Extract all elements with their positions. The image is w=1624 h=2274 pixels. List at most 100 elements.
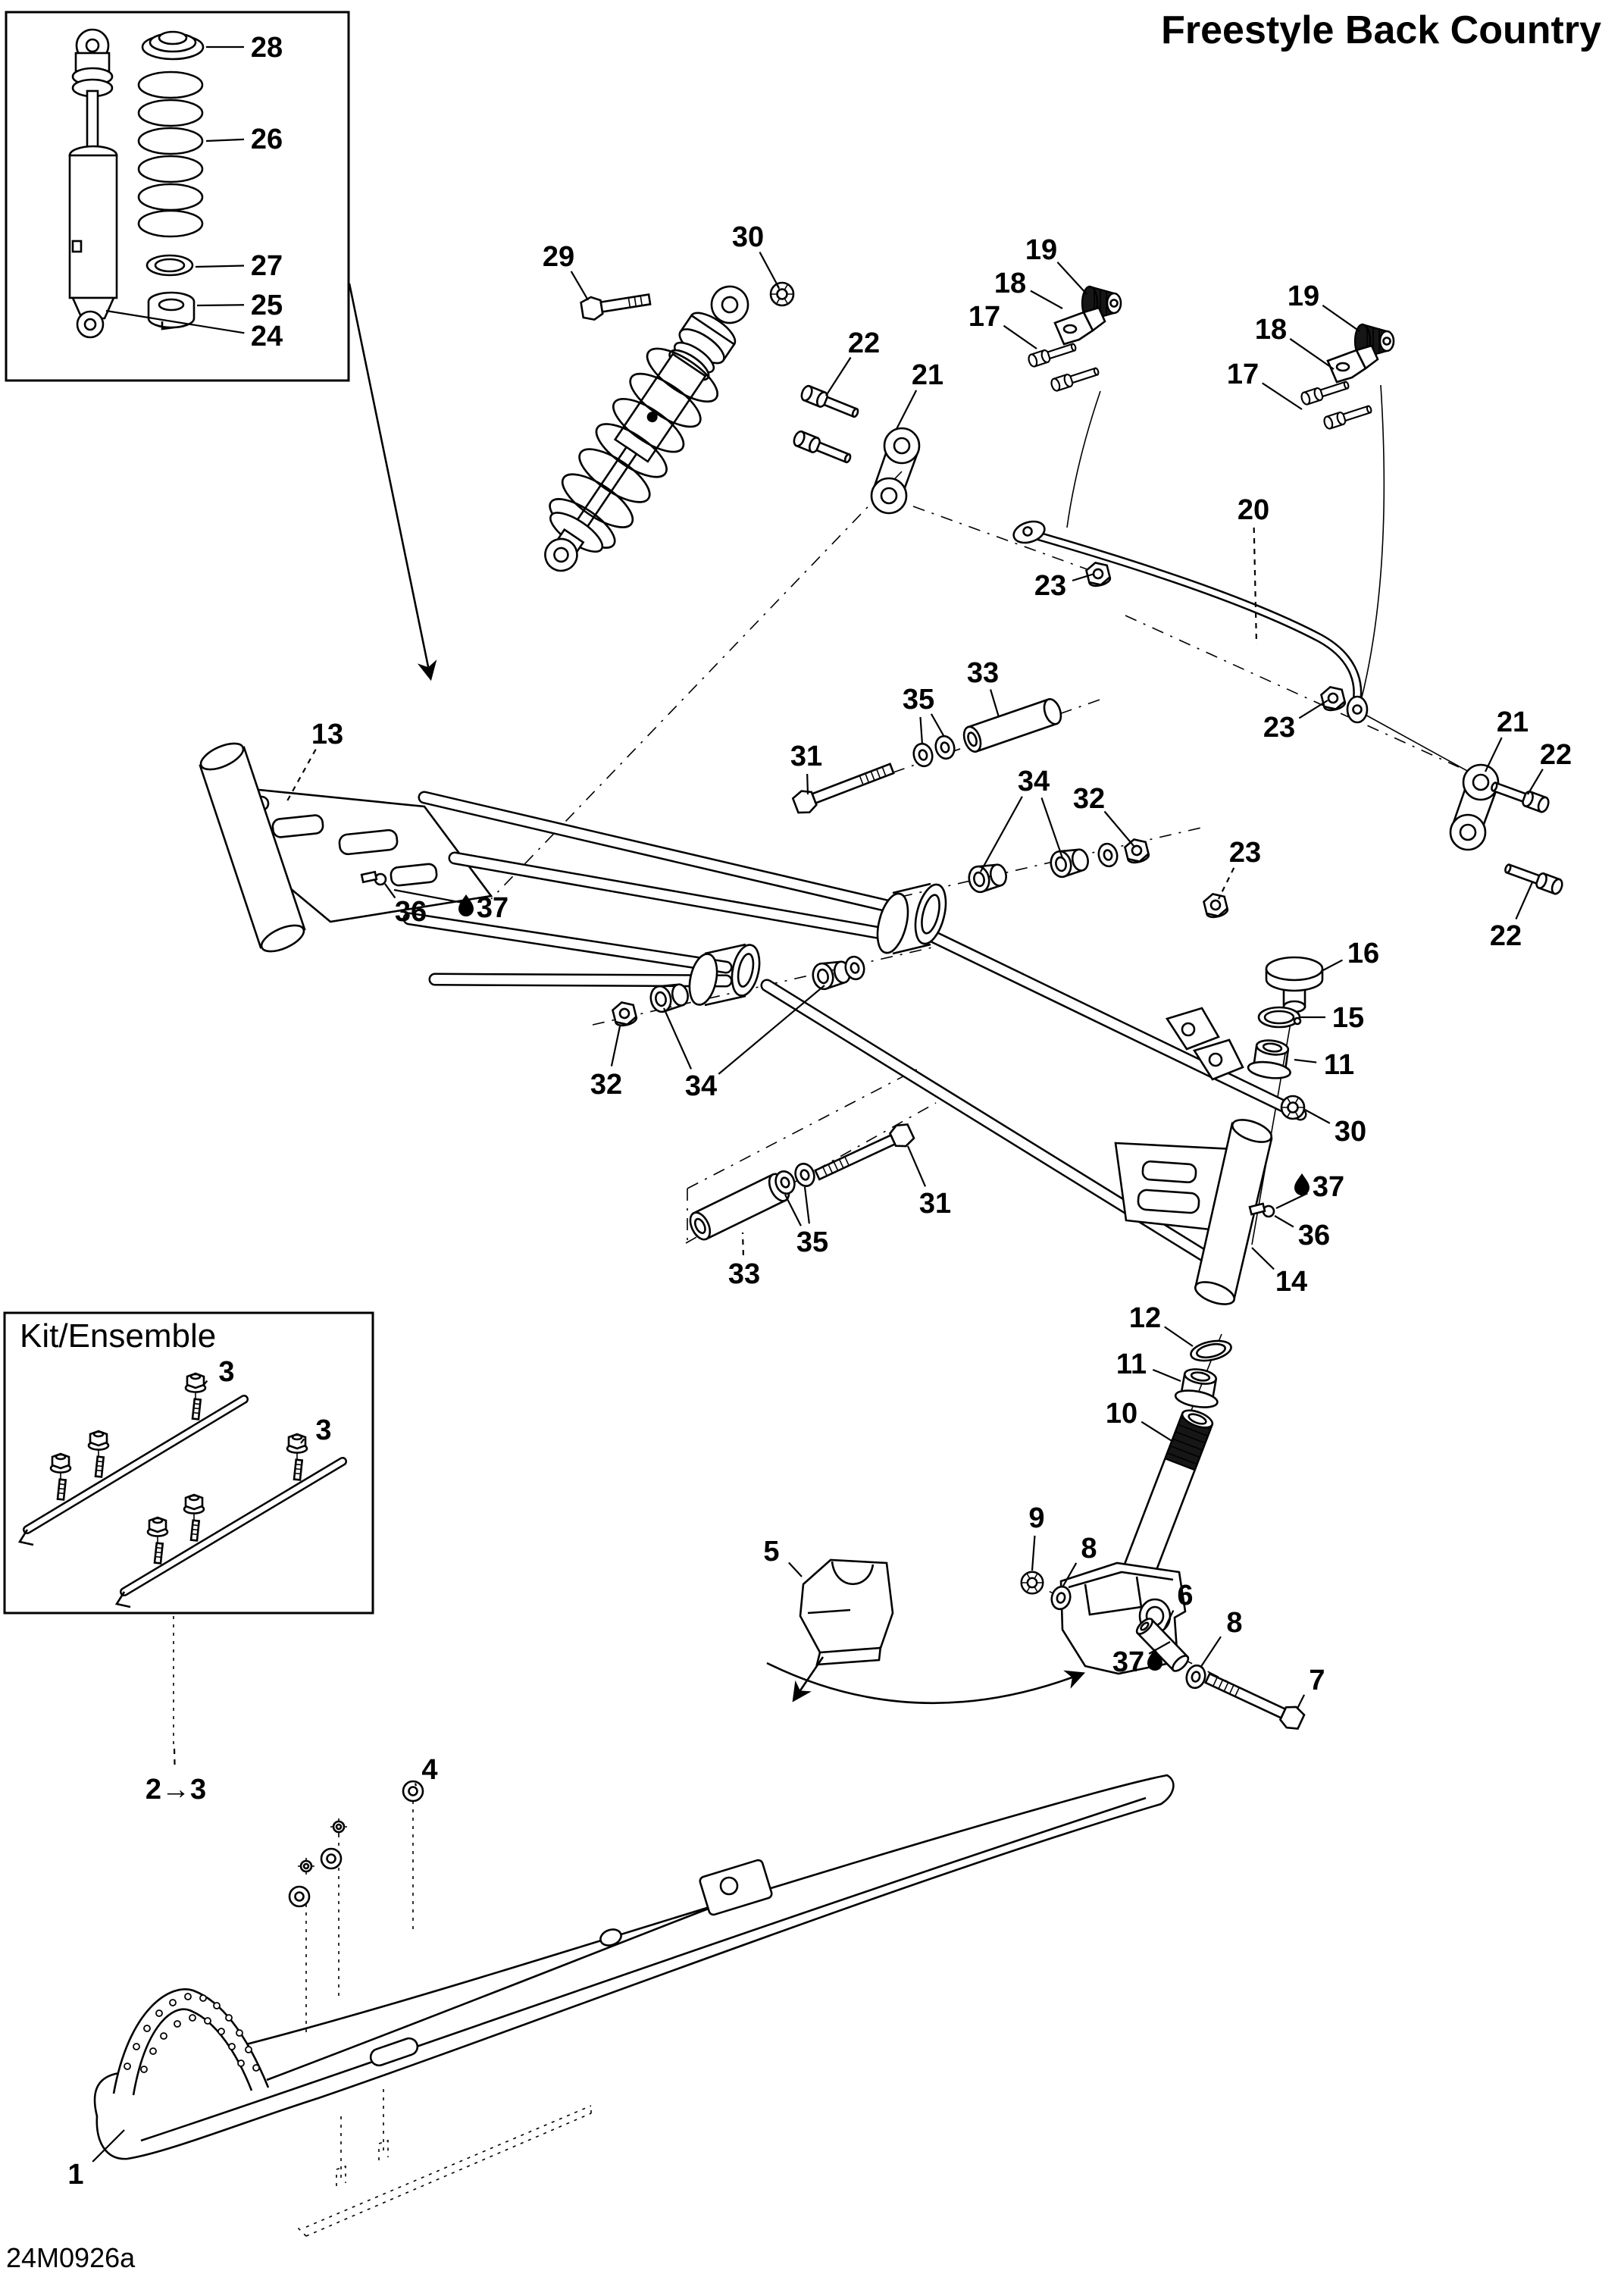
- cap-16: [1265, 956, 1324, 1013]
- frame-member-right: [1114, 1007, 1273, 1305]
- part-label-5: 5: [763, 1536, 803, 1577]
- kit-runner: [114, 1433, 347, 1608]
- svg-text:8: 8: [1081, 1533, 1097, 1565]
- svg-text:3: 3: [315, 1414, 331, 1446]
- svg-text:17: 17: [1227, 359, 1259, 390]
- nut-30: [1280, 1095, 1306, 1120]
- front-shock-assembly: [544, 285, 749, 572]
- svg-text:22: 22: [1490, 920, 1522, 952]
- pivot-washer-35: [791, 1160, 818, 1190]
- arm-nut-32: [1122, 835, 1151, 866]
- spindle-10: [1119, 1409, 1214, 1589]
- svg-text:11: 11: [1116, 1348, 1147, 1380]
- svg-text:19: 19: [1288, 280, 1319, 312]
- part-label-8: 8: [1062, 1533, 1097, 1588]
- svg-text:37: 37: [1313, 1171, 1344, 1203]
- ski: [93, 1774, 1175, 2160]
- link-bolt-22: [1502, 860, 1566, 897]
- part-label-21: 21: [896, 359, 943, 430]
- washer-4: [320, 1847, 343, 1870]
- part-label-22: 22: [1527, 739, 1572, 795]
- shock-bolt-29: [579, 287, 652, 323]
- svg-text:35: 35: [903, 684, 934, 716]
- construction-lines: [490, 384, 1469, 1720]
- svg-text:31: 31: [919, 1188, 951, 1220]
- part-label-12: 12: [1129, 1302, 1194, 1347]
- inset-box: [5, 11, 437, 681]
- svg-text:33: 33: [728, 1258, 760, 1290]
- part-label-15: 15: [1300, 1002, 1364, 1034]
- pivot-bolt-31: [811, 1120, 917, 1186]
- part-label-30: 30: [1304, 1109, 1366, 1148]
- svg-text:30: 30: [732, 221, 764, 253]
- grease-bolt-right: [1248, 1202, 1275, 1218]
- part-label-33: 33: [967, 657, 1000, 718]
- part-label-19: 19: [1025, 234, 1087, 295]
- part-label-22: 22: [1490, 882, 1534, 952]
- svg-text:23: 23: [1229, 837, 1261, 869]
- ski-stop-5: [766, 1558, 1086, 1705]
- part-label-8: 8: [1200, 1607, 1243, 1668]
- link-right: [1449, 763, 1500, 851]
- part-label-37: 37: [1112, 1641, 1171, 1678]
- svg-text:36: 36: [1298, 1220, 1330, 1251]
- part-label-2→3: 2→3: [146, 1747, 206, 1806]
- bar-nut-23: [1084, 559, 1112, 589]
- svg-text:7: 7: [1309, 1665, 1325, 1696]
- part-label-30: 30: [732, 221, 780, 289]
- pivot-washer-35: [932, 732, 958, 763]
- part-label-36: 36: [384, 883, 427, 928]
- page-title: Freestyle Back Country: [1161, 8, 1601, 52]
- part-label-32: 32: [1073, 783, 1134, 847]
- saddle-bolt-7: [1201, 1667, 1307, 1734]
- shock-nut-30: [769, 281, 795, 307]
- kit-box: [3, 1311, 374, 1748]
- svg-text:29: 29: [543, 241, 574, 273]
- part-label-18: 18: [994, 268, 1063, 309]
- brand-plate: [369, 2037, 419, 2067]
- part-label-7: 7: [1297, 1665, 1325, 1709]
- svg-text:2→3: 2→3: [146, 1774, 206, 1806]
- svg-text:23: 23: [1263, 712, 1295, 744]
- arm-bushing-34: [1047, 844, 1092, 880]
- part-label-26: 26: [205, 124, 283, 155]
- part-label-37: 37: [393, 888, 508, 924]
- svg-text:15: 15: [1332, 1002, 1364, 1034]
- part-label-28: 28: [206, 32, 283, 64]
- part-label-20: 20: [1238, 494, 1269, 645]
- svg-text:36: 36: [395, 896, 427, 928]
- part-label-34: 34: [662, 985, 825, 1102]
- arm-washer: [1095, 841, 1121, 869]
- part-label-37: 37: [1275, 1171, 1344, 1209]
- part-label-17: 17: [1227, 359, 1303, 410]
- svg-text:16: 16: [1347, 938, 1379, 969]
- part-label-32: 32: [590, 1026, 622, 1101]
- part-label-13: 13: [284, 719, 343, 806]
- part-label-29: 29: [543, 241, 589, 301]
- part-label-35: 35: [903, 684, 945, 745]
- part-label-11: 11: [1116, 1348, 1181, 1383]
- part-label-23: 23: [1218, 837, 1261, 900]
- svg-text:14: 14: [1275, 1266, 1307, 1298]
- svg-text:12: 12: [1129, 1302, 1161, 1334]
- svg-text:32: 32: [1073, 783, 1105, 815]
- svg-text:28: 28: [251, 32, 283, 64]
- svg-text:27: 27: [251, 250, 283, 282]
- svg-text:22: 22: [1540, 739, 1572, 771]
- part-label-23: 23: [1034, 570, 1095, 602]
- part-label-10: 10: [1106, 1398, 1174, 1442]
- svg-text:32: 32: [590, 1069, 622, 1101]
- svg-text:33: 33: [967, 657, 999, 689]
- pivot-spacer-upper: [962, 698, 1062, 753]
- svg-text:20: 20: [1238, 494, 1269, 526]
- part-label-17: 17: [968, 301, 1037, 349]
- part-label-24: 24: [105, 309, 283, 352]
- part-label-36: 36: [1274, 1215, 1330, 1251]
- part-label-34: 34: [980, 766, 1064, 872]
- link-bolt-22: [790, 428, 854, 468]
- svg-text:34: 34: [685, 1070, 717, 1102]
- svg-text:21: 21: [912, 359, 943, 391]
- handle-holes: [124, 1993, 260, 2073]
